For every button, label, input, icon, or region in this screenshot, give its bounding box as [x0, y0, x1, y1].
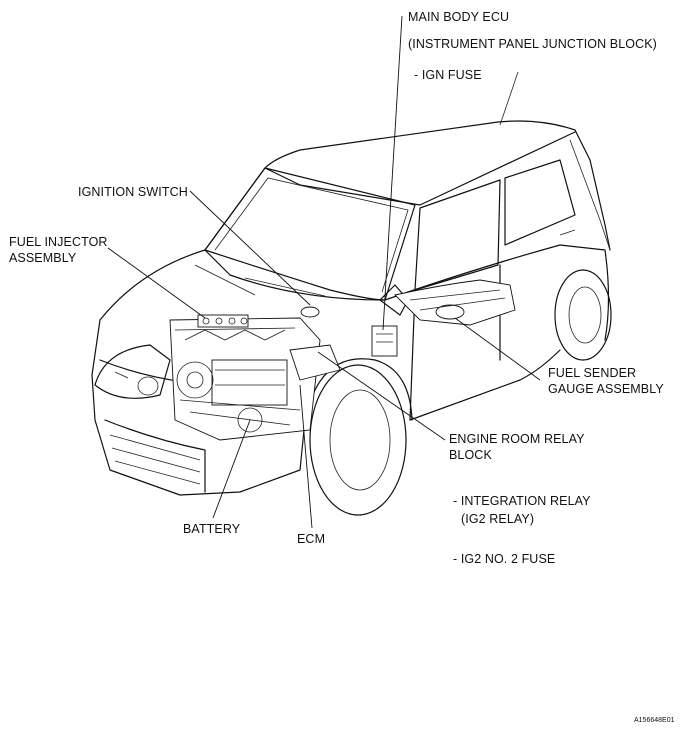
- fuel-tank: [394, 279, 516, 326]
- leader-battery: [212, 419, 251, 519]
- main-body-ecu-marker: [371, 325, 398, 357]
- label-engine-room-relay-2: BLOCK: [449, 448, 492, 462]
- label-fuel-sender-2: GAUGE ASSEMBLY: [548, 382, 664, 396]
- label-ig2-no2-fuse: - IG2 NO. 2 FUSE: [453, 552, 556, 566]
- label-fuel-injector-1: FUEL INJECTOR: [9, 235, 108, 249]
- label-instrument-panel-jb: (INSTRUMENT PANEL JUNCTION BLOCK): [408, 37, 657, 51]
- leader-fuel-injector: [107, 247, 206, 319]
- label-integration-relay: - INTEGRATION RELAY: [453, 494, 591, 508]
- label-ignition-switch: IGNITION SWITCH: [78, 185, 188, 199]
- leader-ignition-switch: [189, 190, 311, 306]
- figure-code: A156648E01: [634, 717, 675, 724]
- leader-ecm: [299, 384, 313, 529]
- ignition-switch-marker: [300, 306, 320, 318]
- label-ig2-relay: (IG2 RELAY): [461, 512, 535, 526]
- label-fuel-injector-2: ASSEMBLY: [9, 251, 77, 265]
- engine-assembly: [169, 314, 341, 441]
- leader-main-body-ecu: [382, 15, 403, 331]
- label-ecm: ECM: [297, 532, 326, 546]
- label-ign-fuse: - IGN FUSE: [414, 68, 482, 82]
- label-fuel-sender-1: FUEL SENDER: [548, 366, 637, 380]
- fuel-sender-marker: [435, 304, 465, 320]
- label-battery: BATTERY: [183, 522, 241, 536]
- label-main-body-ecu: MAIN BODY ECU: [408, 10, 510, 24]
- leader-fuel-sender: [454, 317, 541, 381]
- label-engine-room-relay-1: ENGINE ROOM RELAY: [449, 432, 585, 446]
- leader-engine-room-relay: [317, 351, 446, 441]
